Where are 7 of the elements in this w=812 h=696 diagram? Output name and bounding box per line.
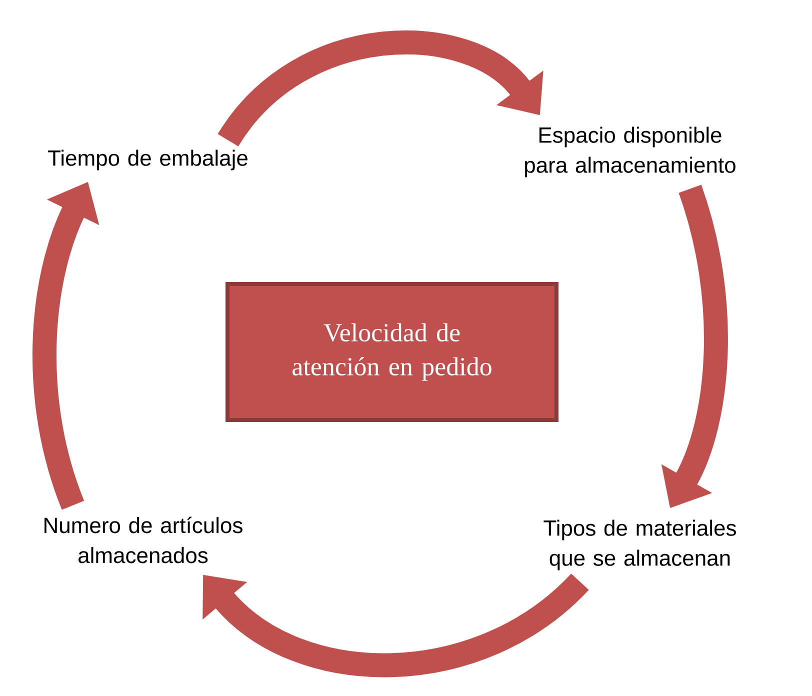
step-label: Espacio disponible para almacenamiento: [525, 126, 736, 178]
curved-arrow: [202, 573, 588, 678]
curved-arrow: [218, 30, 544, 148]
step-label: Numero de artículos almacenados: [44, 516, 242, 564]
title-box: Velocidad de atención en pedido: [226, 282, 558, 422]
step-label: Tipos de materiales que se almacenan: [544, 520, 736, 570]
step-label: Tiempo de embalaje: [48, 150, 248, 170]
